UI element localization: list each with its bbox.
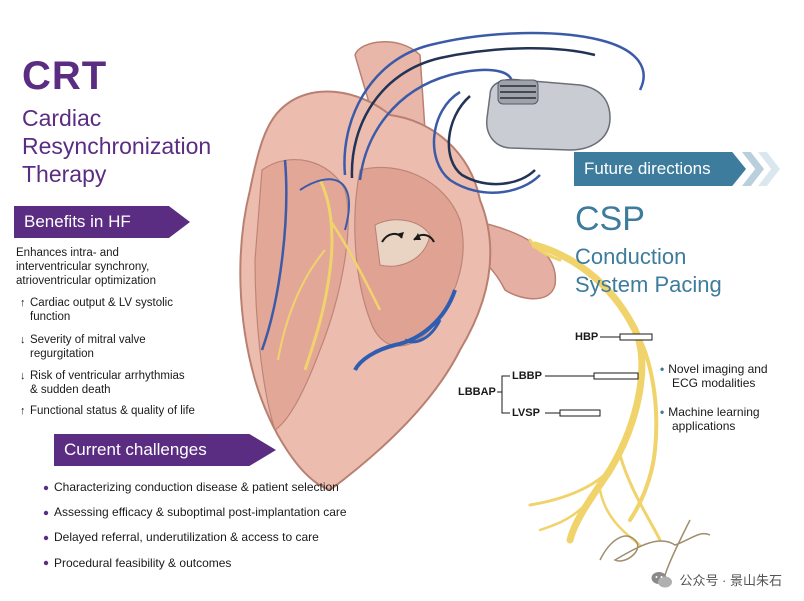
wechat-icon — [651, 571, 673, 587]
benefits-intro: Enhances intra- and interventricular syn… — [16, 246, 156, 288]
future-text: Novel imaging and — [668, 362, 768, 376]
benefit-text: function — [30, 311, 71, 323]
bullet-icon: • — [660, 362, 665, 376]
pacemaker-leads — [343, 31, 645, 194]
challenge-item: Assessing efficacy & suboptimal post-imp… — [54, 505, 347, 519]
arrow-down-icon: ↓ — [20, 370, 26, 382]
future-item: •Novel imaging and ECG modalities — [660, 362, 768, 390]
benefits-banner: Benefits in HF — [14, 206, 190, 238]
crt-subtitle-line-2: Resynchronization — [22, 133, 212, 159]
benefit-text: Functional status & quality of life — [30, 405, 195, 417]
benefit-item: ↑ Functional status & quality of life — [20, 404, 195, 418]
crt-subtitle-line-1: Cardiac — [22, 105, 102, 131]
benefit-text: & sudden death — [30, 384, 111, 396]
challenge-bullets — [43, 485, 49, 566]
benefit-text: Severity of mitral valve — [30, 334, 146, 346]
future-text: ECG modalities — [672, 376, 756, 390]
future-text: applications — [672, 419, 736, 433]
lbbp-label: LBBP — [512, 370, 542, 382]
future-directions-header: Future directions — [584, 159, 711, 178]
bullet-icon: • — [660, 405, 665, 419]
benefits-intro-line: Enhances intra- and — [16, 247, 119, 259]
arrow-down-icon: ↓ — [20, 334, 26, 346]
crt-subtitle-line-3: Therapy — [22, 161, 107, 187]
hbp-label: HBP — [575, 331, 599, 343]
challenges-header: Current challenges — [64, 440, 207, 459]
watermark-text: 公众号 · 景山朱石 — [679, 573, 782, 588]
pacemaker-device — [486, 78, 611, 151]
watermark: 公众号 · 景山朱石 — [651, 570, 782, 589]
arrow-up-icon: ↑ — [20, 297, 26, 309]
future-directions-banner: Future directions — [574, 152, 746, 186]
future-text: Machine learning — [668, 405, 760, 419]
benefit-item: ↓ Risk of ventricular arrhythmias & sudde… — [20, 369, 185, 397]
challenge-item: Delayed referral, underutilization & acc… — [54, 530, 319, 544]
pacing-markers — [497, 333, 653, 417]
csp-title: CSP — [575, 200, 645, 238]
benefit-text: Risk of ventricular arrhythmias — [30, 370, 185, 382]
challenge-item: Procedural feasibility & outcomes — [54, 556, 232, 570]
heart-illustration — [239, 41, 557, 492]
crt-title: CRT — [22, 54, 108, 98]
benefits-intro-line: atrioventricular optimization — [16, 275, 156, 287]
benefit-text: Cardiac output & LV systolic — [30, 297, 173, 309]
future-item: •Machine learning applications — [660, 405, 760, 433]
lbbap-label: LBBAP — [458, 386, 496, 398]
benefit-item: ↑ Cardiac output & LV systolic function — [20, 296, 173, 324]
benefit-text: regurgitation — [30, 348, 94, 360]
challenge-item: Characterizing conduction disease & pati… — [54, 480, 339, 494]
lvsp-label: LVSP — [512, 407, 540, 419]
csp-subtitle-line-2: System Pacing — [575, 272, 722, 297]
benefits-header: Benefits in HF — [24, 212, 131, 231]
arrow-up-icon: ↑ — [20, 405, 26, 417]
benefit-item: ↓ Severity of mitral valve regurgitation — [20, 333, 146, 361]
challenges-banner: Current challenges — [54, 434, 276, 466]
benefits-intro-line: interventricular synchrony, — [16, 261, 150, 273]
signature-mark — [599, 519, 711, 576]
conduction-system-illustration — [528, 238, 662, 547]
csp-subtitle-line-1: Conduction — [575, 244, 687, 269]
